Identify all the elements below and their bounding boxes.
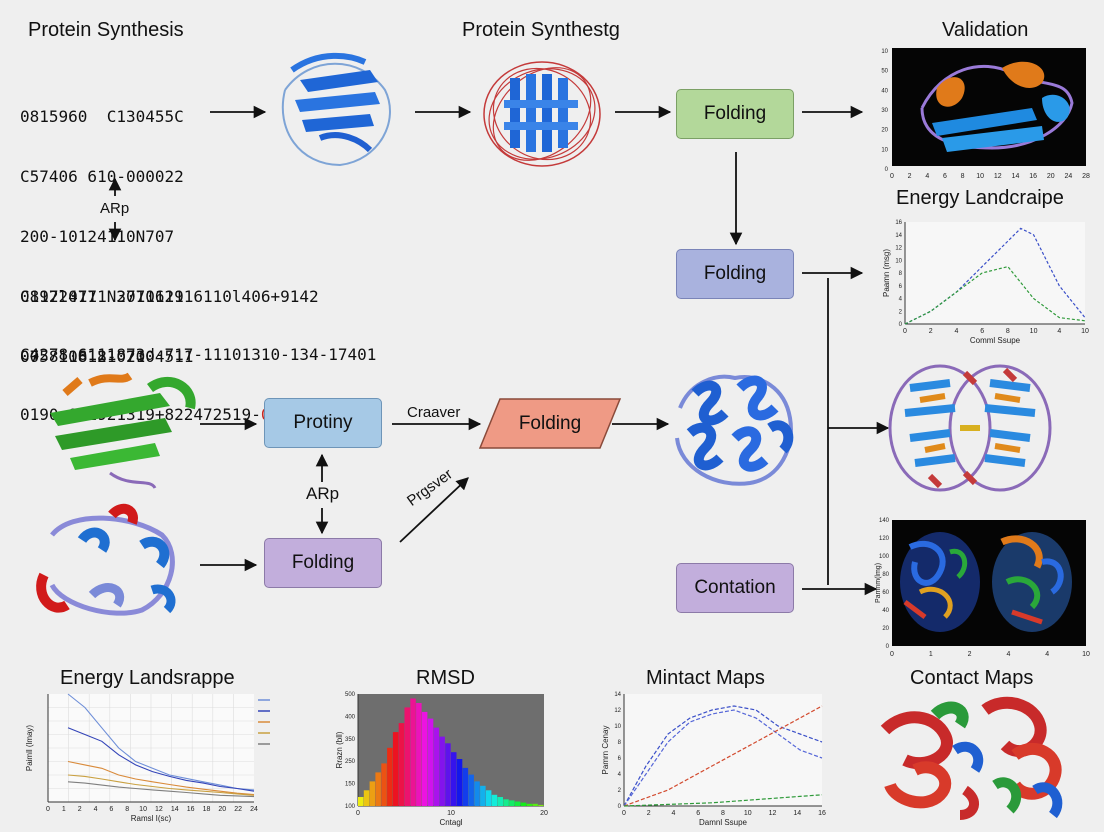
folding-box-lower: Folding	[264, 538, 382, 588]
folding-parallelogram-label: Folding	[518, 412, 582, 434]
protein-synthestg-title: Protein Synthestg	[462, 19, 620, 41]
validation-title: Validation	[942, 19, 1029, 41]
sequence-line: 0758i16181021	[20, 347, 146, 366]
contact-heatmap-image	[900, 532, 1072, 632]
sequence-line: C4278 6111873d-717-11101310-134-17401	[20, 345, 377, 364]
protiny-box: Protiny	[264, 398, 382, 448]
arrow-icon	[399, 477, 469, 543]
arp-label-top: ARp	[100, 200, 130, 217]
sequence-line: C57406 610-000022	[20, 167, 184, 186]
contact-maps-title: Contact Maps	[910, 667, 1034, 689]
sequence-line: 0815960 C130455C	[20, 107, 184, 126]
sequence-segment: 0190 011921319+822472519-	[20, 405, 261, 424]
energy-landsrappe-title: Energy Landsrappe	[60, 667, 235, 689]
folding-box-top: Folding	[676, 89, 794, 139]
protein-synthesis-title: Protein Synthesis	[28, 19, 184, 41]
sequence-block-1: 0815960 C130455C C57406 610-000022 200-1…	[20, 67, 193, 387]
craver-label: Craaver	[407, 404, 461, 421]
energy-landcraipe-title: Energy Landcraipe	[896, 187, 1064, 209]
arp-label-mid: ARp	[306, 484, 340, 503]
sequence-line: 08972077 2070619	[20, 287, 184, 306]
contation-box: Contation	[676, 563, 794, 613]
sequence-line: 00 10812- 7004511	[20, 347, 194, 366]
sequence-line: C112l4111N371112116110l406+9142	[20, 287, 319, 306]
contact-heatmap-panel	[892, 520, 1086, 646]
folding-box-mid: Folding	[676, 249, 794, 299]
rmsd-title: RMSD	[416, 667, 475, 689]
sequence-block-2: C112l4111N371112116110l406+9142 0758i161…	[20, 247, 319, 387]
sequence-line: 200-10124110N707	[20, 227, 175, 246]
mintact-maps-title: Mintact Maps	[646, 667, 765, 689]
